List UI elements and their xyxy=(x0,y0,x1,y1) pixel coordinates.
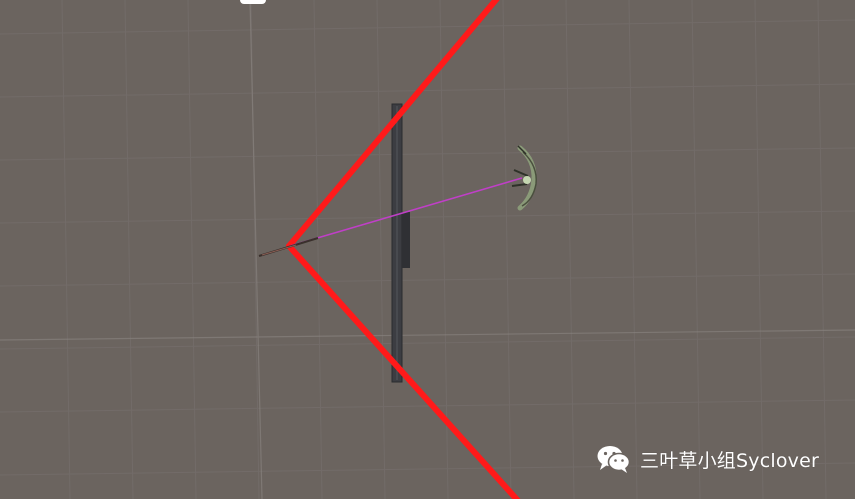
grid-line xyxy=(691,0,701,499)
grid-line xyxy=(565,0,575,499)
raycast-line xyxy=(289,177,523,247)
player-object[interactable] xyxy=(258,236,319,258)
grid-line xyxy=(0,83,855,98)
axis-line-horizontal xyxy=(0,329,855,341)
wall-panel[interactable] xyxy=(402,212,410,268)
enemy-limb xyxy=(511,183,528,187)
enemy-limb xyxy=(513,169,529,177)
grid-line xyxy=(628,0,638,499)
grid-line xyxy=(0,462,855,476)
grid-line xyxy=(0,399,855,413)
enemy-body-shadow xyxy=(521,151,537,207)
grid-line xyxy=(0,19,855,35)
grid-line xyxy=(187,0,197,499)
fov-line-upper xyxy=(286,0,500,249)
grid-line xyxy=(0,273,855,287)
grid-line xyxy=(376,0,386,499)
grid-line xyxy=(0,336,855,350)
axis-line-vertical xyxy=(249,0,263,499)
grid-line xyxy=(313,0,323,499)
grid-line xyxy=(124,0,134,499)
wechat-icon xyxy=(597,446,631,473)
enemy-head[interactable] xyxy=(523,176,531,184)
grid-line xyxy=(0,147,855,161)
grid-line xyxy=(0,210,855,224)
watermark-text: 三叶草小组Syclover xyxy=(640,449,819,472)
fov-line-lower xyxy=(286,243,521,499)
grid-line xyxy=(817,0,827,499)
wall-object[interactable] xyxy=(391,103,410,383)
grid-line xyxy=(502,0,512,499)
watermark: 三叶草小组Syclover xyxy=(596,444,819,474)
grid-line xyxy=(439,0,449,499)
fov-lines xyxy=(286,0,521,499)
enemy-limb xyxy=(517,145,527,155)
grid-line xyxy=(754,0,764,499)
grid-line xyxy=(61,0,71,499)
scene-gizmo-icon[interactable] xyxy=(236,0,270,6)
player-weapon-highlight xyxy=(261,244,297,256)
enemy-character[interactable] xyxy=(511,145,537,211)
